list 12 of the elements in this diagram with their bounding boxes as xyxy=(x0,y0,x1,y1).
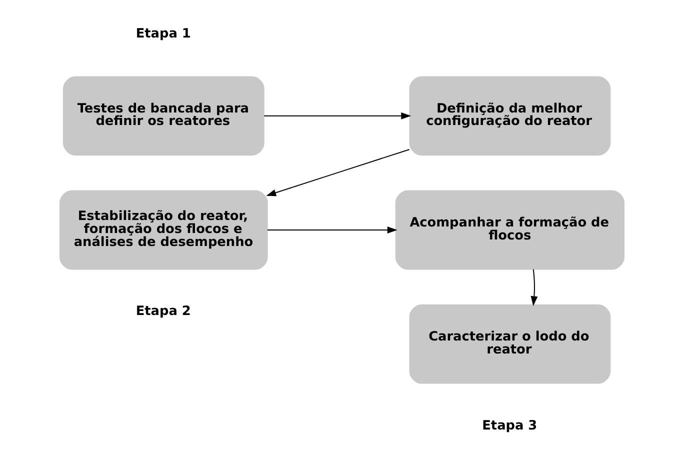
node-box: Definição da melhor configuração do reator xyxy=(409,76,611,156)
arrow xyxy=(530,268,538,306)
node-label: Etapa 3 xyxy=(482,418,538,434)
node-box: Acompanhar a formação de flocos xyxy=(395,190,625,270)
node-box: Estabilização do reator, formação dos flocos e análises de desempenho xyxy=(59,190,268,270)
arrow xyxy=(264,112,412,120)
arrow xyxy=(266,226,398,234)
arrow xyxy=(266,148,410,196)
node-box: Caracterizar o lodo do reator xyxy=(409,304,611,384)
node-label: Etapa 1 xyxy=(136,26,191,42)
node-box: Testes de bancada para definir os reatores xyxy=(62,76,264,156)
node-label: Etapa 2 xyxy=(136,304,191,320)
